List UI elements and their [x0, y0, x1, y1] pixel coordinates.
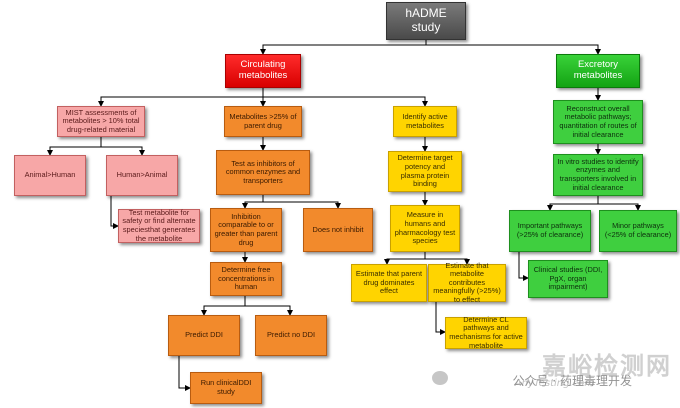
node-reconstruct-pathways: Reconstruct overall metabolic pathways; … — [553, 100, 643, 144]
watermark-brand: 嘉峪检测网 — [542, 352, 672, 380]
node-excretory-metabolites: Excretory metabolites — [556, 54, 640, 88]
connector-root-circulating — [260, 40, 427, 55]
node-test-inhibitors: Test as inhibitors of common enzymes and… — [216, 150, 310, 195]
connector-inhib-not — [263, 201, 341, 209]
connector-circ-active — [263, 96, 428, 107]
node-target-potency: Determine target potency and plasma prot… — [388, 151, 462, 192]
node-does-not-inhibit: Does not inhibit — [303, 208, 373, 252]
node-minor-pathways: Minor pathways (<25% of clearance) — [599, 210, 677, 252]
node-predict-ddi: Predict DDI — [168, 315, 240, 356]
connector-circ-mist — [98, 88, 264, 107]
node-measure-species: Measure in humans and pharmacology test … — [390, 205, 460, 252]
connector-inhib-split — [242, 195, 264, 209]
connector-contributes-cl — [435, 302, 446, 335]
node-important-pathways: Important pathways (>25% of clearance) — [509, 210, 591, 252]
connector-mist-human — [101, 146, 145, 156]
connector-free-noddi — [245, 305, 293, 316]
connector-free-split — [201, 296, 246, 316]
connector-human-test — [110, 196, 119, 229]
node-free-concentrations: Determine free concentrations in human — [210, 262, 282, 296]
node-clinical-studies-pgx: Clinical studies (DDI, PgX, organ impair… — [528, 260, 608, 298]
connector-invitro-split — [547, 196, 599, 211]
node-inhibition-comparable: Inhibition comparable to or greater than… — [210, 208, 282, 252]
connector-important-clinical — [518, 252, 529, 281]
node-metabolite-contributes: Estimate that metabolite contributes mea… — [428, 261, 506, 304]
watermark-url: AnyTesting.com — [514, 378, 594, 389]
node-hadme-study: hADME study — [386, 2, 466, 40]
connector-ddi-clinical — [178, 356, 191, 391]
node-parent-dominates: Estimate that parent drug dominates effe… — [351, 264, 427, 302]
node-circulating-metabolites: Circulating metabolites — [225, 54, 301, 88]
node-predict-no-ddi: Predict no DDI — [255, 315, 327, 356]
node-run-clinical-ddi: Run clinicalDDI study — [190, 372, 262, 404]
connector-invitro-minor — [598, 203, 641, 211]
node-metabolites-parent25: Metabolites >25% of parent drug — [224, 106, 302, 137]
connector-mist-animal — [47, 137, 102, 156]
wechat-icon — [432, 371, 448, 385]
node-in-vitro-studies: In vitro studies to identify enzymes and… — [553, 154, 643, 196]
node-test-metabolite-safety: Test metabolite for safety or find alter… — [118, 208, 200, 243]
node-human-gt-animal: Human>Animal — [106, 155, 178, 196]
node-animal-gt-human: Animal>Human — [14, 155, 86, 196]
watermark-account: 公众号 · 药理毒理开发 — [512, 374, 632, 388]
node-cl-pathways: Determine CL pathways and mechanisms for… — [445, 315, 527, 349]
node-mist-assessment: MIST assessments of metabolites > 10% to… — [57, 106, 145, 137]
node-identify-active: Identify active metabolites — [393, 106, 457, 137]
connector-measure-contributes — [425, 258, 470, 265]
connector-root-excretory — [426, 44, 601, 55]
connector-measure-split — [384, 252, 426, 265]
